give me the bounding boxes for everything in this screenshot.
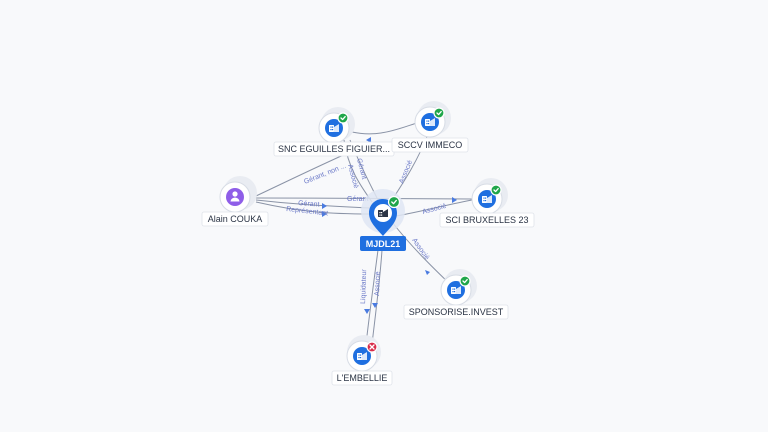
edge-alain-center-2[interactable]: [255, 201, 371, 215]
edge-alain-center-1[interactable]: [255, 199, 371, 209]
person-icon: [230, 191, 240, 202]
node-label-snc: SNC EGUILLES FIGUIER...: [278, 144, 390, 154]
edge-alain-snc[interactable]: [255, 151, 351, 197]
edge-label-alain-snc: Gérant, non ...: [303, 163, 347, 186]
edge-label-alain-center-1: Gérant: [298, 200, 320, 208]
edge-label-center-emb-2: Associé: [374, 271, 382, 296]
check-badge-icon: [490, 184, 502, 196]
node-sccv[interactable]: SCCV IMMECO: [391, 101, 469, 153]
node-emb[interactable]: L'EMBELLIE: [331, 335, 393, 386]
node-alain[interactable]: Alain COUKA: [201, 176, 269, 227]
node-label-alain: Alain COUKA: [208, 214, 263, 224]
edge-label-alain-center-2: Représentant: [286, 206, 329, 217]
node-sci[interactable]: SCI BRUXELLES 23: [439, 178, 535, 228]
node-label-spons: SPONSORISE.INVEST: [409, 307, 504, 317]
edge-arrow: [372, 303, 378, 308]
node-label-emb: L'EMBELLIE: [337, 373, 388, 383]
edge-label-alain-sci: Gérant: [347, 196, 368, 203]
check-badge-icon: [387, 195, 401, 209]
edge-arrow: [366, 137, 371, 143]
node-snc[interactable]: SNC EGUILLES FIGUIER...: [273, 107, 395, 157]
check-badge-icon: [337, 112, 349, 124]
edge-label-center-emb-1: Liquidateur: [360, 269, 368, 305]
edge-center-emb-2[interactable]: [371, 249, 383, 345]
edge-arrow: [322, 211, 327, 217]
close-badge-icon: [366, 341, 378, 353]
node-label-center: MJDL21: [366, 239, 401, 249]
edge-arrow: [425, 270, 430, 275]
edge-snc-sccv[interactable]: [351, 121, 421, 135]
edge-arrow: [322, 203, 327, 209]
edge-label-center-spons: Associé: [410, 237, 430, 261]
node-center[interactable]: MJDL21: [360, 189, 406, 251]
check-badge-icon: [459, 275, 471, 287]
building-icon: [378, 209, 388, 217]
edge-center-emb-1[interactable]: [365, 249, 379, 345]
edge-arrow: [364, 309, 370, 314]
edge-arrow: [452, 197, 457, 203]
node-spons[interactable]: SPONSORISE.INVEST: [403, 269, 509, 320]
node-label-sccv: SCCV IMMECO: [398, 140, 463, 150]
node-label-sci: SCI BRUXELLES 23: [445, 215, 528, 225]
edge-label-sccv-center: Associé: [398, 159, 414, 184]
check-badge-icon: [433, 107, 445, 119]
